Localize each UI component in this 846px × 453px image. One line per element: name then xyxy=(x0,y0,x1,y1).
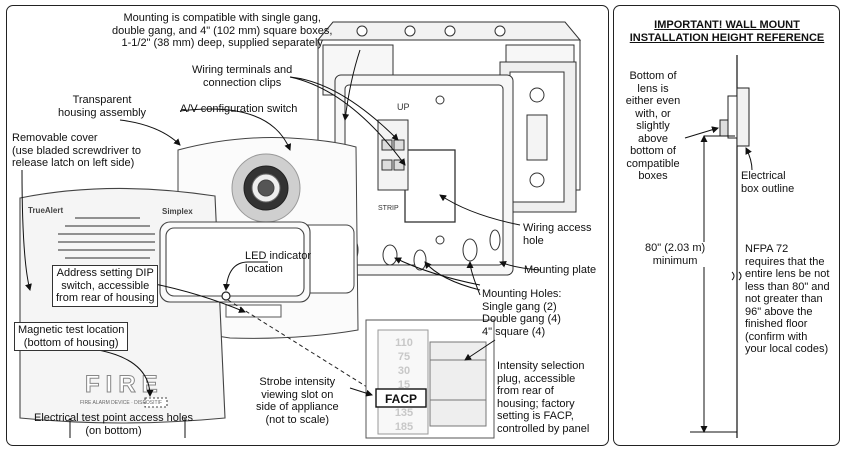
mounting-height-panel xyxy=(613,5,840,446)
intensity-value-185: 185 xyxy=(395,421,413,433)
nfpa-line-2: requires that the xyxy=(745,255,825,268)
header-line-2: INSTALLATION HEIGHT REFERENCE xyxy=(629,32,825,44)
mounting-holes-line-4: 4" square (4) xyxy=(482,325,546,338)
removable-cover-label: Removable cover (use bladed screwdriver … xyxy=(12,132,141,170)
wiring-access-hole-label: Wiring access hole xyxy=(523,222,591,247)
nfpa-line-9: your local codes) xyxy=(745,343,829,355)
mounting-holes-line-3: Double gang (4) xyxy=(482,313,561,325)
mounting-holes-label: Mounting Holes: Single gang (2) Double g… xyxy=(482,288,562,338)
strobe-slot-marker xyxy=(221,291,231,301)
electrical-box-line-2: box outline xyxy=(741,182,795,195)
strobe-slot-label: Strobe intensity viewing slot on side of… xyxy=(256,376,339,426)
up-label: UP xyxy=(397,102,410,112)
minimum-height-line-1: 80" (2.03 m) xyxy=(645,242,706,254)
fire-subtext: FIRE ALARM DEVICE · DISPOSITIF xyxy=(80,400,162,406)
bottom-of-lens-line-8: compatible xyxy=(626,157,680,170)
nfpa-note: NFPA 72 requires that the entire lens be… xyxy=(745,243,830,356)
dip-switch-line-1: Address setting DIP xyxy=(56,267,154,279)
height-reference-header: IMPORTANT! WALL MOUNT INSTALLATION HEIGH… xyxy=(625,19,829,45)
mounting-line-1: Mounting is compatible with single gang, xyxy=(123,12,321,24)
intensity-plug-inset xyxy=(365,319,495,439)
intensity-value-15: 15 xyxy=(398,379,410,391)
bottom-of-lens-line-2: lens is xyxy=(637,82,669,95)
wall-device-side-view xyxy=(719,87,750,147)
nfpa-line-8: (confirm with xyxy=(745,330,808,343)
transparent-housing-label: Transparent housing assembly xyxy=(58,94,146,119)
minimum-height-line-2: minimum xyxy=(652,254,698,267)
dip-switch-line-2: switch, accessible xyxy=(61,279,150,292)
bottom-of-lens-line-6: above xyxy=(638,132,668,145)
nfpa-line-6: 96" above the xyxy=(745,305,813,318)
nfpa-line-5: not greater than xyxy=(745,293,823,305)
led-indicator-line-1: LED indicator xyxy=(245,250,312,262)
bottom-of-lens-line-4: with, or xyxy=(635,107,671,120)
mounting-plate-label: Mounting plate xyxy=(524,264,597,276)
led-indicator-line-2: location xyxy=(245,262,283,275)
wiring-terminals-label: Wiring terminals and connection clips xyxy=(192,64,292,89)
strobe-slot-line-3: side of appliance xyxy=(256,401,339,413)
electrical-test-line-1: Electrical test point access holes xyxy=(34,412,193,424)
magnetic-test-label: Magnetic test location (bottom of housin… xyxy=(14,322,129,351)
bottom-of-lens-line-9: boxes xyxy=(638,170,668,182)
magnetic-test-line-2: (bottom of housing) xyxy=(23,336,119,349)
dip-switch-line-3: from rear of housing xyxy=(56,292,155,304)
bottom-of-lens-line-7: bottom of xyxy=(630,145,676,157)
minimum-height-label: 80" (2.03 m) minimum xyxy=(645,242,706,267)
removable-cover-line-1: Removable cover xyxy=(12,132,98,144)
transparent-housing-line-2: housing assembly xyxy=(58,106,147,119)
strobe-slot-line-1: Strobe intensity xyxy=(259,376,336,388)
intensity-plug-line-3: from rear of xyxy=(497,385,554,397)
mounting-compatibility-note: Mounting is compatible with single gang,… xyxy=(112,12,332,50)
removable-cover-line-2: (use bladed screwdriver to xyxy=(12,144,142,157)
mounting-holes-line-1: Mounting Holes: xyxy=(482,288,562,300)
dip-switch-label: Address setting DIP switch, accessible f… xyxy=(52,265,159,307)
intensity-plug-line-1: Intensity selection xyxy=(497,360,585,372)
av-switch-label: A/V configuration switch xyxy=(180,103,298,115)
removable-cover-line-3: release latch on left side) xyxy=(12,157,135,169)
electrical-test-line-2: (on bottom) xyxy=(85,424,142,437)
fire-lettering: FIRE xyxy=(85,371,164,398)
strip-label: STRIP xyxy=(378,205,399,212)
brand-truealert: TrueAlert xyxy=(28,206,63,215)
intensity-plug-line-4: housing; factory xyxy=(497,397,575,410)
electrical-test-label: Electrical test point access holes (on b… xyxy=(34,412,193,437)
header-line-1: IMPORTANT! WALL MOUNT xyxy=(654,19,800,31)
nfpa-line-1: NFPA 72 xyxy=(745,243,789,255)
intensity-plug-line-6: controlled by panel xyxy=(497,422,590,435)
nfpa-line-3: entire lens be not xyxy=(745,268,830,280)
strobe-slot-line-2: viewing slot on xyxy=(261,388,334,401)
electrical-box-outline-label: Electrical box outline xyxy=(741,170,794,195)
mounting-holes-line-2: Single gang (2) xyxy=(482,300,557,313)
mounting-line-3: 1-1/2" (38 mm) deep, supplied separately xyxy=(121,37,323,49)
intensity-value-30: 30 xyxy=(398,365,410,377)
wiring-access-line-2: hole xyxy=(523,234,544,247)
magnetic-test-line-1: Magnetic test location xyxy=(18,324,125,336)
intensity-value-135: 135 xyxy=(395,407,413,419)
brand-simplex: Simplex xyxy=(162,207,193,216)
mounting-plate xyxy=(334,74,514,276)
intensity-value-75: 75 xyxy=(398,351,410,363)
facp-box xyxy=(375,388,427,408)
bottom-of-lens-label: Bottom of lens is either even with, or s… xyxy=(625,70,681,183)
electrical-box-line-1: Electrical xyxy=(741,170,786,182)
intensity-plug-line-5: setting is FACP, xyxy=(497,410,574,422)
mounting-line-2: double gang, and 4" (102 mm) square boxe… xyxy=(112,24,333,37)
intensity-plug-label: Intensity selection plug, accessible fro… xyxy=(497,360,589,435)
bottom-of-lens-line-1: Bottom of xyxy=(629,70,677,82)
wiring-terminals-line-2: connection clips xyxy=(202,76,282,89)
transparent-housing-line-1: Transparent xyxy=(72,94,132,106)
intensity-value-110: 110 xyxy=(395,337,413,349)
wiring-terminals-line-1: Wiring terminals and xyxy=(192,64,293,76)
led-indicator-label: LED indicator location xyxy=(245,250,311,275)
nfpa-line-4: less than 80" and xyxy=(745,280,830,293)
intensity-plug-line-2: plug, accessible xyxy=(497,372,576,385)
strobe-slot-line-4: (not to scale) xyxy=(265,413,330,426)
nfpa-line-7: finished floor xyxy=(745,318,808,330)
bottom-of-lens-line-3: either even xyxy=(625,95,681,107)
bottom-of-lens-line-5: slightly xyxy=(636,120,670,132)
wiring-access-line-1: Wiring access xyxy=(523,222,592,234)
facp-setting: FACP xyxy=(385,392,417,406)
